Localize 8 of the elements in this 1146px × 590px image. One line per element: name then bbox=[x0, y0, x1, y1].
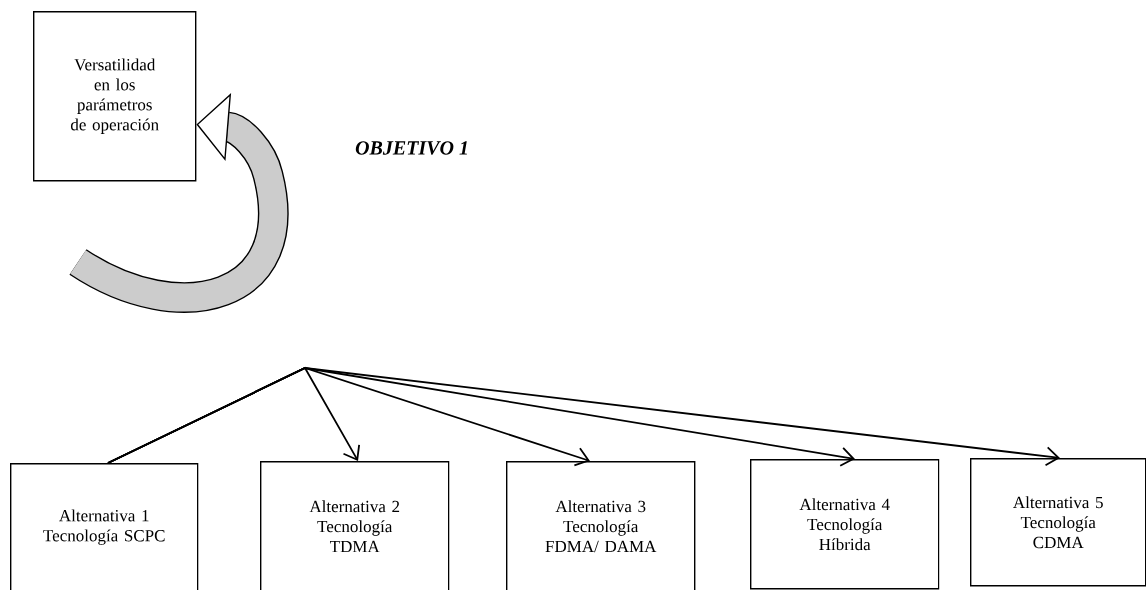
text-box: Alternativa 2 Tecnología TDMA bbox=[260, 461, 450, 590]
text-box: Alternativa 4 Tecnología Híbrida bbox=[750, 459, 940, 590]
text-box: Alternativa 5 Tecnología CDMA bbox=[970, 458, 1146, 587]
text-box: Alternativa 3 Tecnología FDMA/ DAMA bbox=[506, 461, 696, 590]
text-box: Alternativa 1 Tecnología SCPC bbox=[10, 463, 199, 590]
heading-text: OBJETIVO 1 bbox=[355, 141, 467, 155]
arrow bbox=[107, 367, 1060, 467]
text-box: Versatilidad en los parámetros de operación bbox=[33, 11, 197, 182]
